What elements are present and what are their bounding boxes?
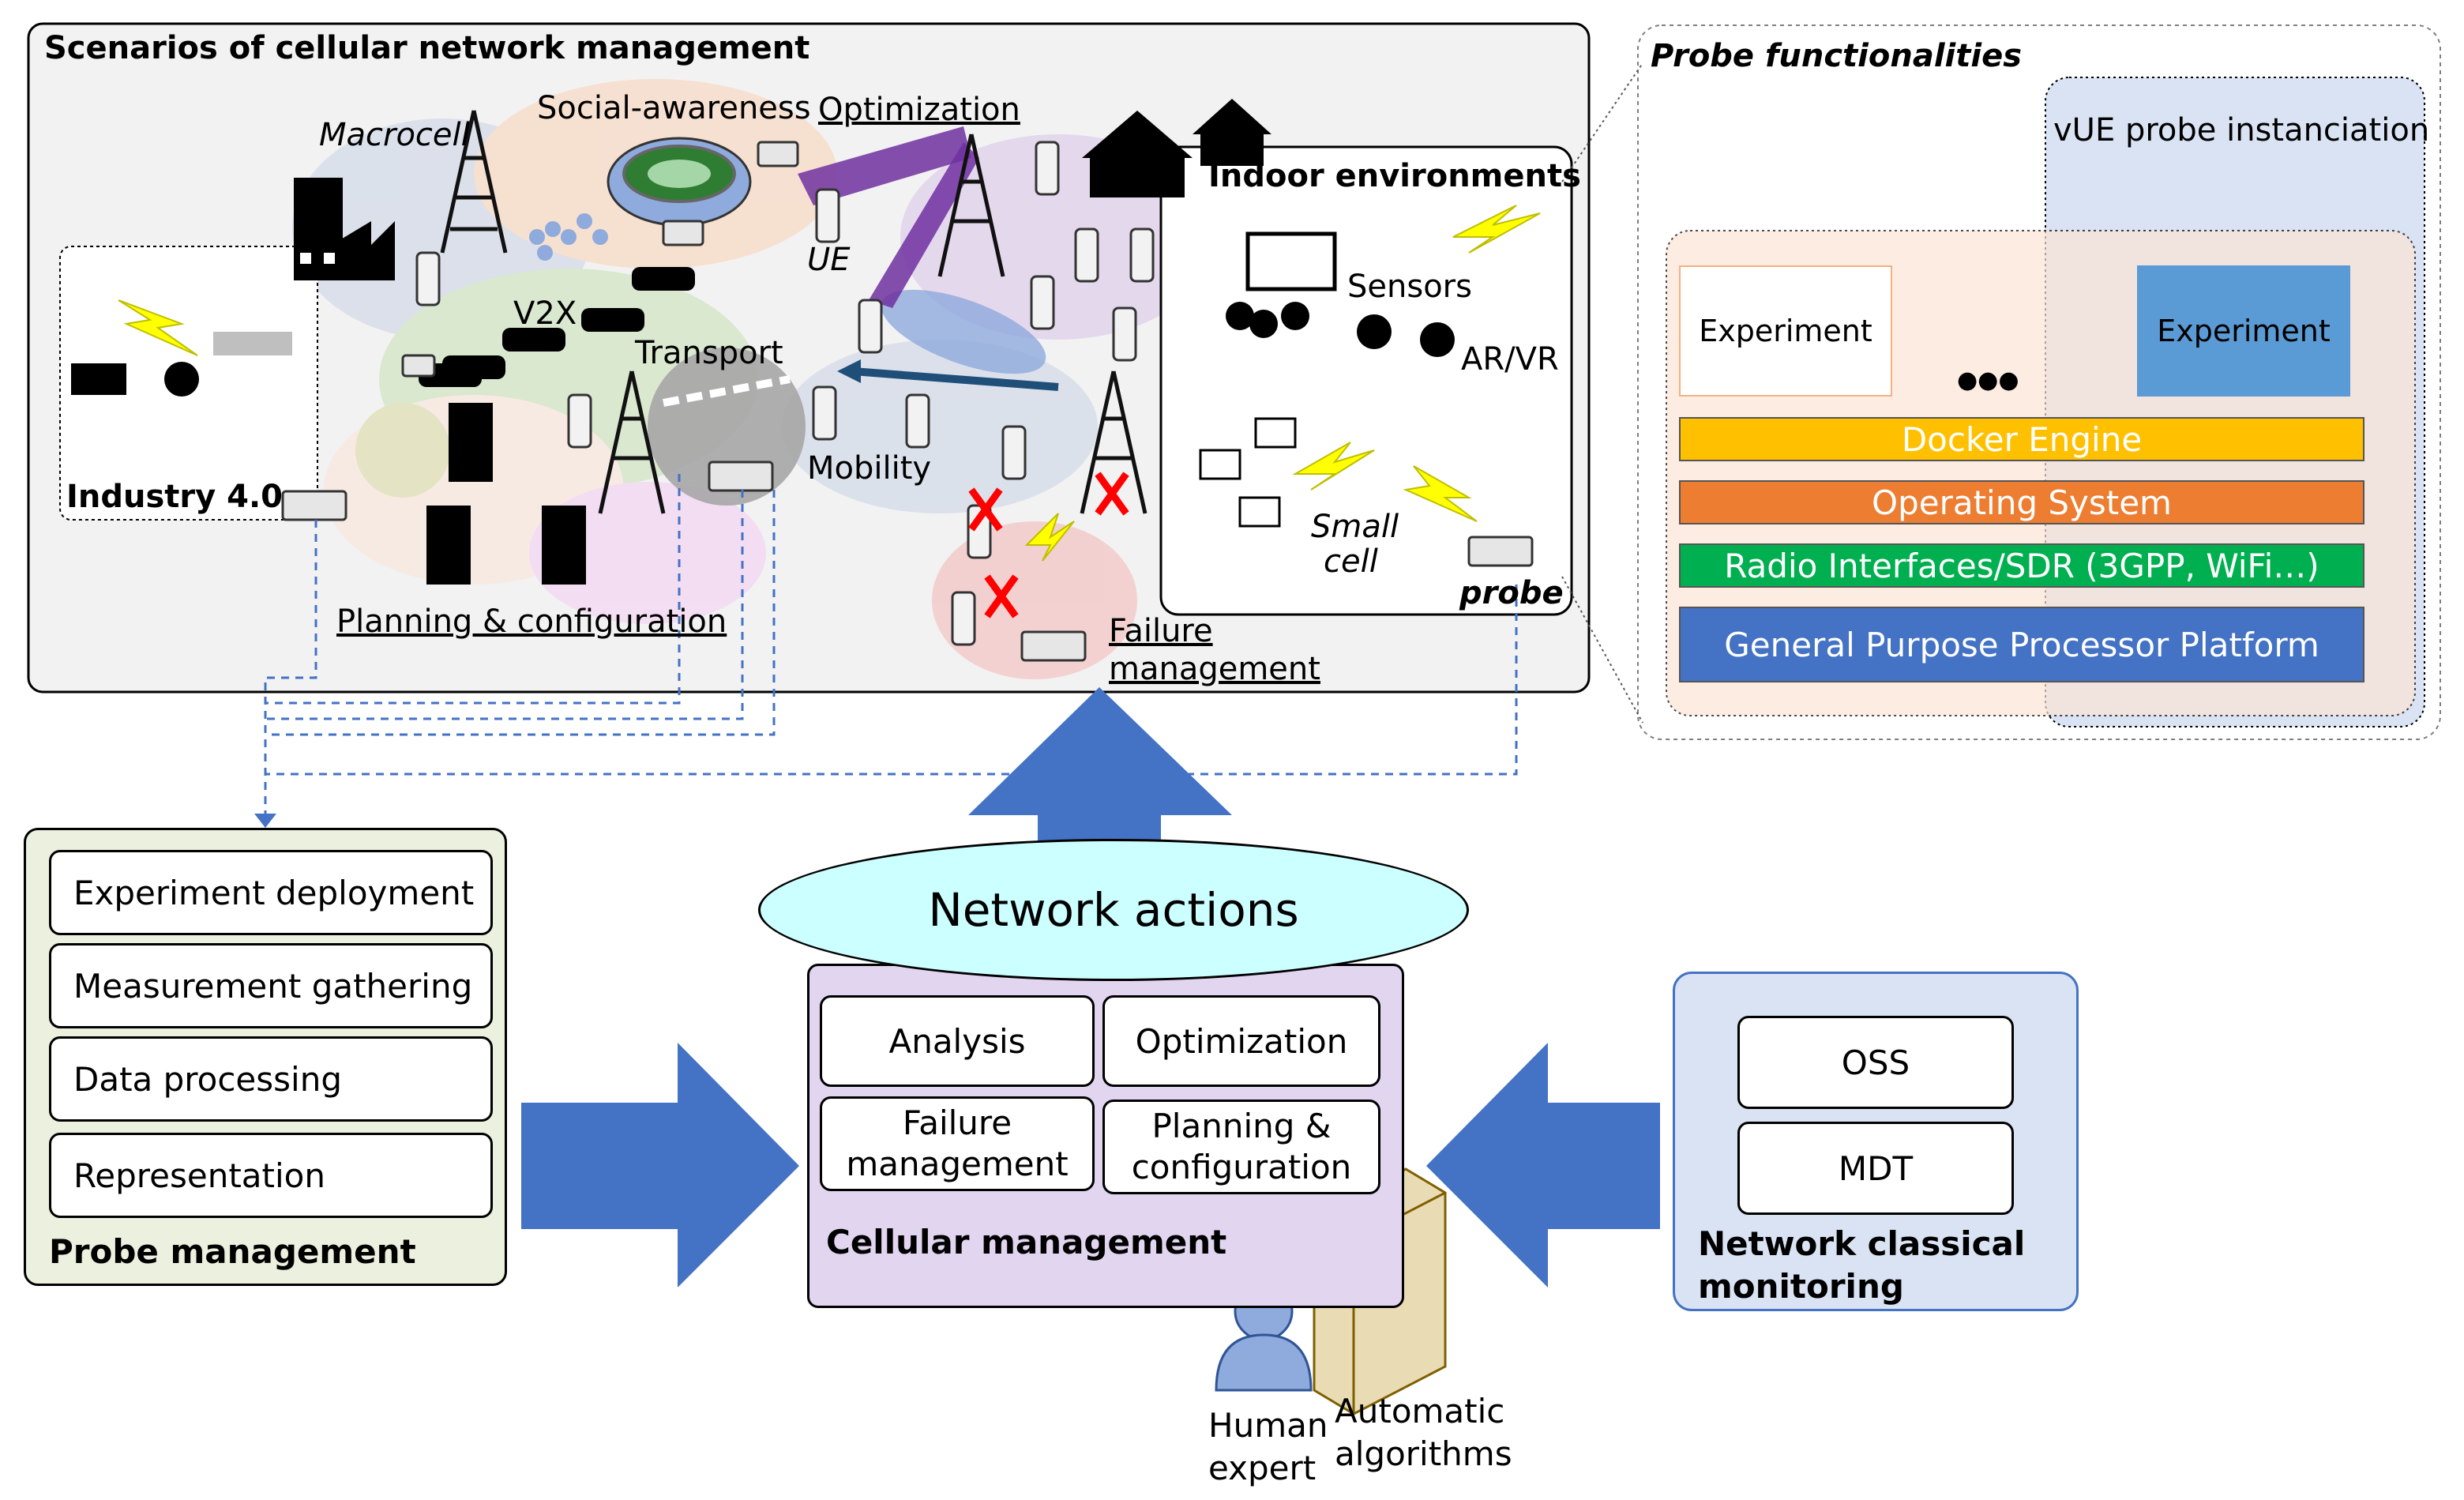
houses-icon: [1082, 99, 1271, 197]
optimization-beam: [798, 126, 971, 205]
label-v2x: V2X: [513, 295, 577, 332]
gpp-platform-bar: General Purpose Processor Platform: [1679, 607, 2364, 682]
building-icons: [426, 403, 586, 585]
tower-macrocell-icon: [440, 110, 508, 254]
label-arvr: AR/VR: [1461, 341, 1559, 378]
planning-item-line2: configuration: [1131, 1148, 1352, 1186]
scenarios-title: Scenarios of cellular network management: [44, 30, 810, 66]
probe-func-title: Probe functionalities: [1651, 38, 2023, 74]
optimization-item[interactable]: Optimization: [1102, 995, 1380, 1087]
optimization-beam-2: [869, 142, 979, 308]
label-failure-2: management: [1109, 651, 1320, 687]
dashed-connectors: [264, 474, 1518, 821]
label-mobility: Mobility: [807, 450, 932, 487]
failure-management-item[interactable]: Failure management: [820, 1096, 1095, 1191]
human-expert-line2: expert: [1208, 1449, 1317, 1487]
radio-interfaces-bar: Radio Interfaces/SDR (3GPP, WiFi…): [1679, 543, 2364, 588]
label-failure-1: Failure: [1109, 613, 1213, 649]
arrow-up-network-actions: [968, 687, 1232, 979]
oss-item[interactable]: OSS: [1737, 1016, 2014, 1109]
label-small-2: cell: [1324, 543, 1378, 580]
experiment-box-right: Experiment: [2137, 265, 2350, 397]
experiment-box-left: Experiment: [1679, 265, 1892, 397]
classical-title-line2: monitoring: [1698, 1267, 1904, 1306]
label-macrocell: Macrocell: [319, 117, 470, 153]
experiment-left-label: Experiment: [1699, 314, 1872, 348]
blob-planning-2: [529, 482, 766, 624]
mdt-item[interactable]: MDT: [1737, 1122, 2014, 1215]
label-optimization: Optimization: [818, 92, 1020, 128]
human-expert-line1: Human: [1208, 1406, 1328, 1445]
transport-arrows: [663, 359, 1059, 407]
blob-industry-small: [355, 403, 450, 498]
operating-system-bar: Operating System: [1679, 480, 2364, 524]
mobility-ellipse: [881, 289, 1046, 374]
connector-arrowhead: [254, 814, 276, 828]
automatic-algorithms-line2: algorithms: [1335, 1434, 1512, 1473]
tower-failure-icon: [1080, 370, 1147, 514]
probe-management-title: Probe management: [49, 1232, 416, 1271]
label-transport: Transport: [635, 335, 783, 371]
data-processing-item[interactable]: Data processing: [49, 1036, 493, 1122]
indoor-icons: [1199, 231, 1455, 528]
arrow-left-classical: [1426, 1043, 1660, 1288]
arrow-right-probe-mgmt: [521, 1043, 799, 1288]
failure-item-line2: management: [846, 1145, 1069, 1183]
planning-item-line1: Planning &: [1151, 1106, 1332, 1145]
industry-icons: [71, 332, 292, 397]
crowd-icon: [529, 213, 608, 261]
planning-configuration-item[interactable]: Planning & configuration: [1102, 1100, 1380, 1194]
label-industry: Industry 4.0: [66, 479, 283, 515]
zoom-line: [1561, 576, 1643, 724]
tower-transport-icon: [598, 370, 666, 514]
experiment-right-label: Experiment: [2157, 314, 2331, 348]
label-ue: UE: [807, 242, 851, 278]
ue-phone-icons: [415, 141, 1155, 646]
probe-router-icons: [281, 141, 1534, 662]
classical-title-line1: Network classical: [1698, 1224, 2026, 1263]
label-small-1: Small: [1311, 509, 1399, 545]
tower-icons: [440, 110, 1147, 514]
label-social: Social-awareness: [537, 90, 811, 126]
ellipsis-dots: ●●●: [1957, 367, 2019, 394]
vue-label: vUE probe instanciation: [2053, 112, 2430, 148]
automatic-algorithms-line1: Automatic: [1335, 1392, 1505, 1430]
representation-item[interactable]: Representation: [49, 1133, 493, 1218]
lightning-icons: [118, 205, 1541, 562]
tower-optimization-icon: [937, 133, 1005, 277]
label-probe: probe: [1459, 575, 1564, 611]
failure-x-icons: [968, 472, 1129, 618]
docker-engine-bar: Docker Engine: [1679, 417, 2364, 461]
factory-icon: [294, 178, 395, 280]
cellular-management-title: Cellular management: [826, 1223, 1227, 1261]
label-indoor: Indoor environments: [1208, 158, 1581, 194]
analysis-item[interactable]: Analysis: [820, 995, 1095, 1087]
measurement-gathering-item[interactable]: Measurement gathering: [49, 943, 493, 1028]
network-actions-ellipse: Network actions: [758, 839, 1469, 981]
zoom-line-2: [1561, 62, 1643, 182]
label-sensors: Sensors: [1347, 269, 1472, 305]
network-actions-label: Network actions: [928, 883, 1299, 937]
label-planning: Planning & configuration: [336, 603, 727, 640]
failure-item-line1: Failure: [902, 1103, 1012, 1142]
stadium-icon: [607, 137, 752, 227]
experiment-deployment-item[interactable]: Experiment deployment: [49, 850, 493, 935]
